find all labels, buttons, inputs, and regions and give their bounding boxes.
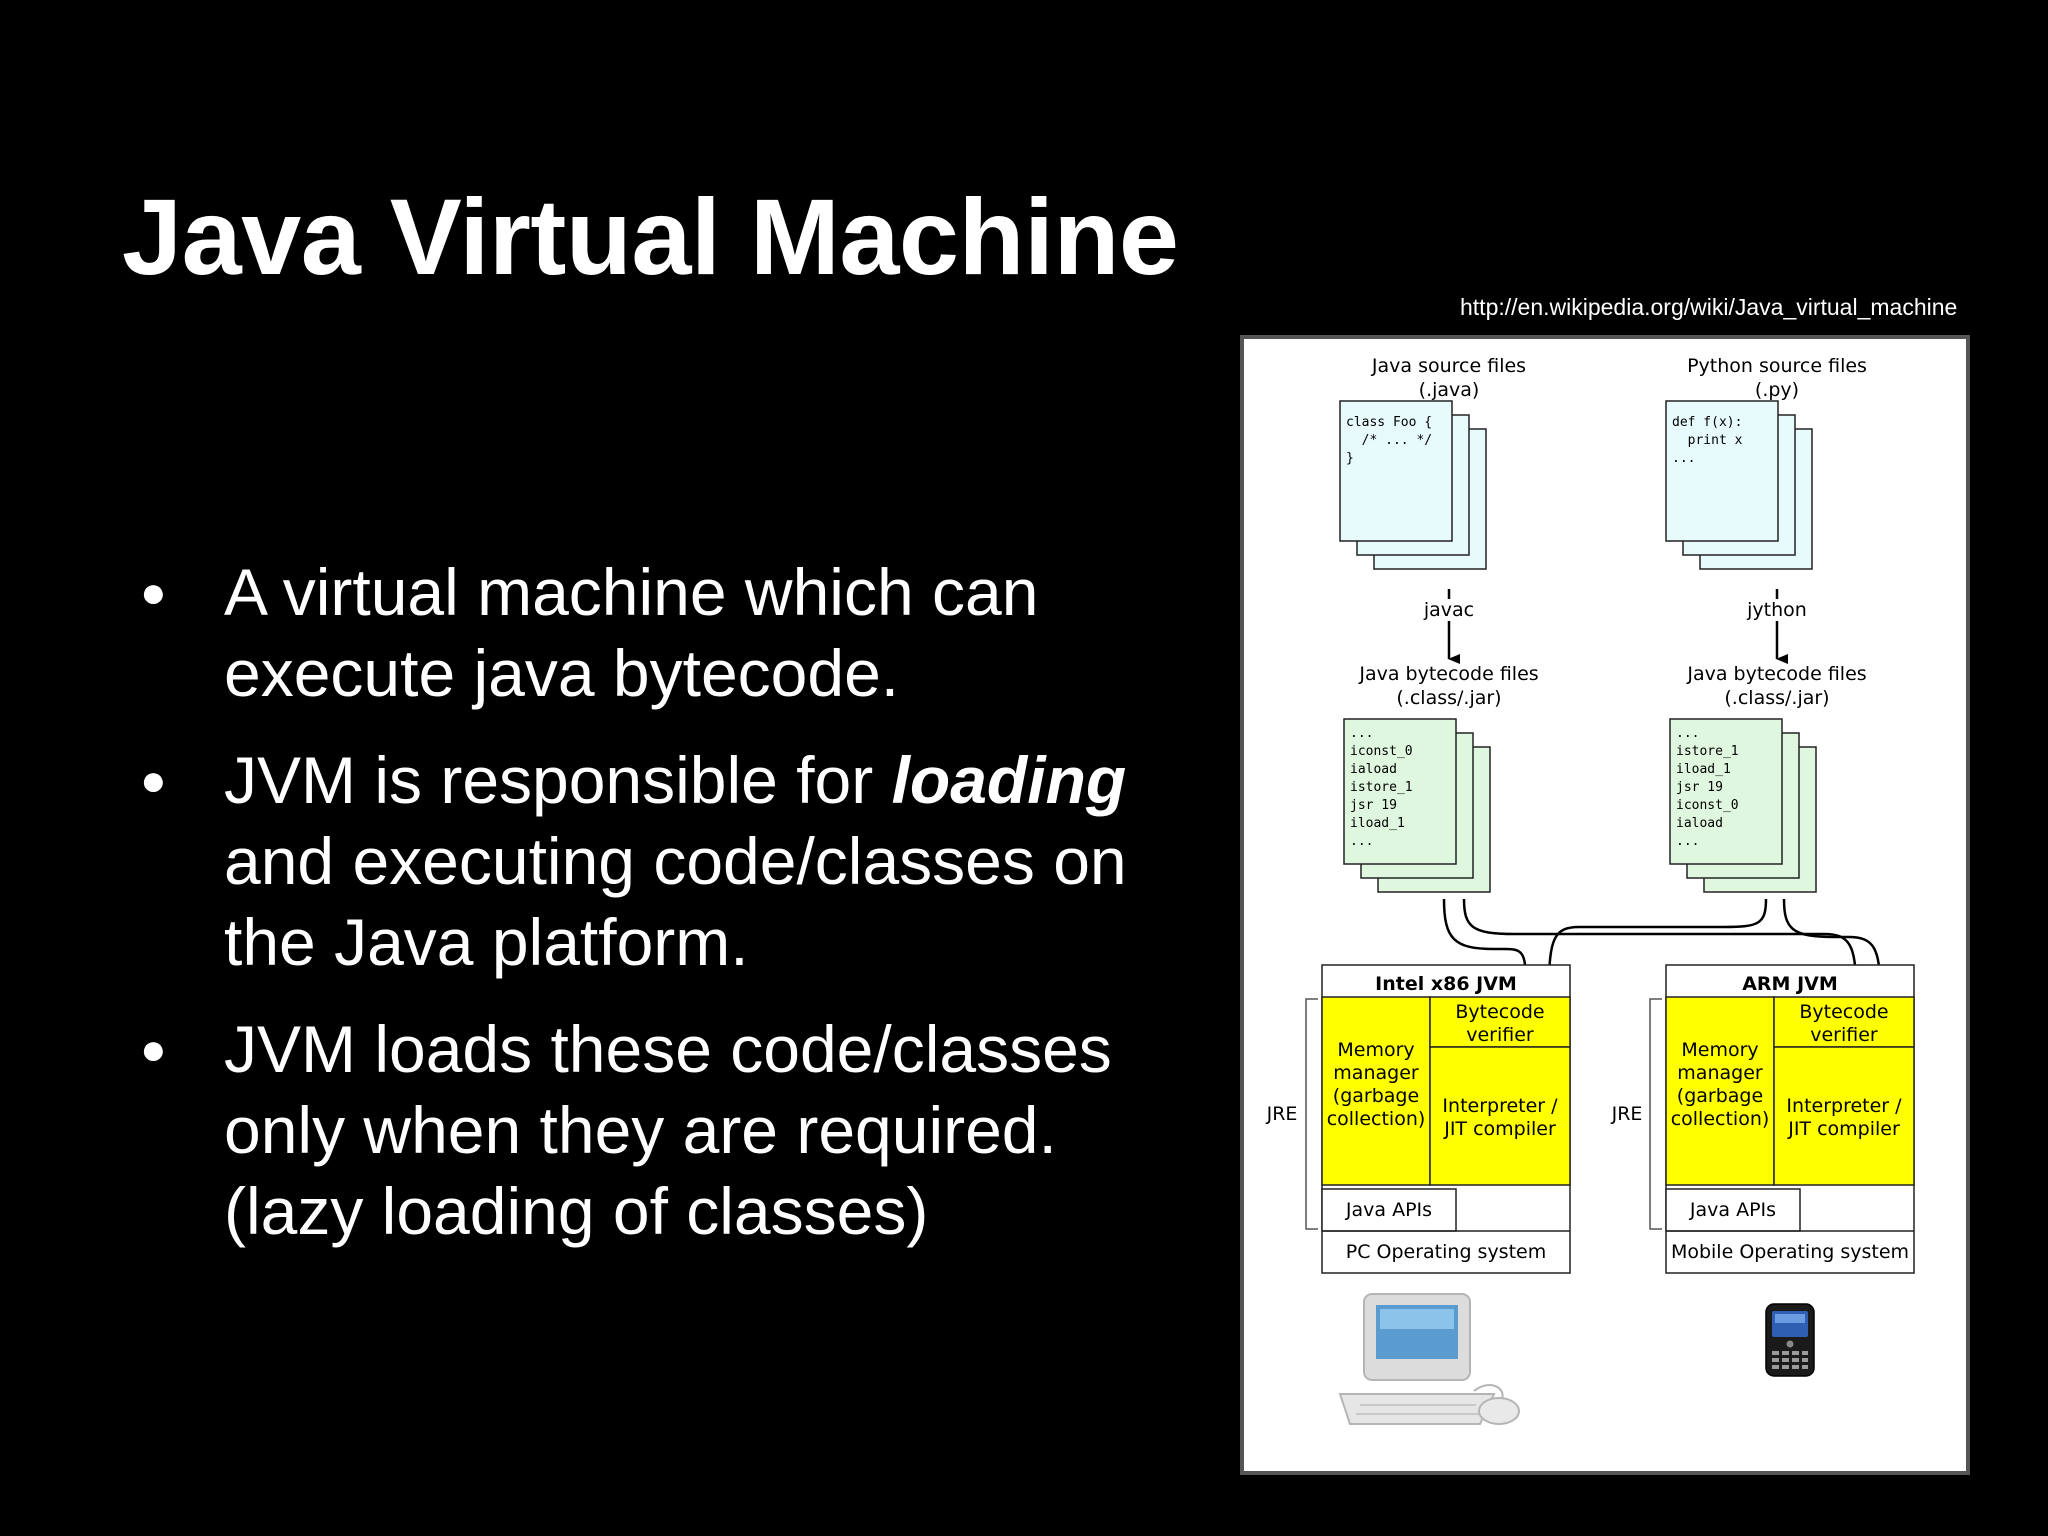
desktop-computer-icon: [1340, 1294, 1519, 1424]
arm-jvm-box: ARM JVM Memory manager (garbage collecti…: [1611, 965, 1914, 1273]
mobile-phone-icon: [1766, 1304, 1814, 1376]
code-line: ...: [1672, 451, 1695, 466]
code-line: print x: [1672, 433, 1743, 448]
java-bytecode-group: Java bytecode files (.class/.jar) ... ic…: [1344, 663, 1539, 892]
python-bytecode-ext: (.class/.jar): [1724, 687, 1829, 709]
interpreter-label: JIT compiler: [1443, 1118, 1556, 1140]
code-line: istore_1: [1350, 780, 1413, 795]
interpreter-label: Interpreter /: [1786, 1095, 1902, 1117]
interpreter-label: Interpreter /: [1442, 1095, 1558, 1117]
code-line: ...: [1350, 726, 1373, 741]
code-line: iload_1: [1676, 762, 1731, 777]
java-apis-label: Java APIs: [1689, 1199, 1776, 1221]
python-bytecode-group: Java bytecode files (.class/.jar) ... is…: [1670, 663, 1867, 892]
bullet-item: JVM loads these code/classes only when t…: [140, 1009, 1200, 1252]
java-bytecode-ext: (.class/.jar): [1396, 687, 1501, 709]
code-line: def f(x):: [1672, 415, 1742, 430]
memory-label: Memory: [1337, 1039, 1414, 1061]
java-bytecode-title: Java bytecode files: [1358, 663, 1538, 685]
java-apis-label: Java APIs: [1345, 1199, 1432, 1221]
code-line: /* ... */: [1346, 433, 1432, 448]
bullet-text-after: and executing code/classes on the Java p…: [224, 824, 1127, 979]
code-line: iconst_0: [1350, 744, 1413, 759]
jython-label: jython: [1746, 599, 1807, 621]
jre-bracket: [1650, 999, 1662, 1229]
code-line: iload_1: [1350, 816, 1405, 831]
code-line: iconst_0: [1676, 798, 1739, 813]
code-line: ...: [1350, 834, 1373, 849]
os-label: Mobile Operating system: [1671, 1241, 1909, 1263]
memory-label: collection): [1671, 1108, 1770, 1130]
python-source-ext: (.py): [1755, 379, 1799, 401]
source-url: http://en.wikipedia.org/wiki/Java_virtua…: [1460, 294, 1957, 321]
verifier-label: Bytecode: [1799, 1001, 1888, 1023]
code-line: ...: [1676, 726, 1699, 741]
jre-bracket: [1306, 999, 1318, 1229]
memory-label: (garbage: [1333, 1085, 1419, 1107]
javac-label: javac: [1423, 599, 1474, 621]
verifier-label: Bytecode: [1455, 1001, 1544, 1023]
java-source-ext: (.java): [1419, 379, 1480, 401]
bullet-text-before: JVM is responsible for: [224, 743, 892, 817]
code-line: iaload: [1676, 816, 1723, 831]
python-source-title: Python source files: [1687, 355, 1867, 377]
intel-jvm-box: Intel x86 JVM Memory manager (garbage co…: [1266, 965, 1570, 1273]
code-line: ...: [1676, 834, 1699, 849]
bullet-text: JVM loads these code/classes only when t…: [224, 1012, 1112, 1248]
interpreter-label: JIT compiler: [1787, 1118, 1900, 1140]
memory-label: collection): [1327, 1108, 1426, 1130]
jre-label: JRE: [1611, 1103, 1643, 1125]
verifier-label: verifier: [1466, 1024, 1534, 1046]
jre-label: JRE: [1266, 1103, 1298, 1125]
memory-label: manager: [1677, 1062, 1763, 1084]
code-line: istore_1: [1676, 744, 1739, 759]
slide-title: Java Virtual Machine: [122, 178, 1179, 297]
code-line: iaload: [1350, 762, 1397, 777]
bullet-emphasis: loading: [892, 743, 1127, 817]
memory-label: Memory: [1681, 1039, 1758, 1061]
bullet-item: JVM is responsible for loading and execu…: [140, 740, 1200, 983]
os-label: PC Operating system: [1346, 1241, 1546, 1263]
code-line: jsr 19: [1350, 798, 1397, 813]
bullet-list: A virtual machine which can execute java…: [140, 552, 1200, 1278]
intel-jvm-title: Intel x86 JVM: [1375, 973, 1517, 995]
arm-jvm-title: ARM JVM: [1742, 973, 1838, 995]
python-bytecode-title: Java bytecode files: [1686, 663, 1866, 685]
java-source-group: Java source files (.java) class Foo { /*…: [1340, 355, 1526, 569]
memory-label: manager: [1333, 1062, 1419, 1084]
code-line: }: [1346, 451, 1354, 466]
code-line: class Foo {: [1346, 415, 1432, 430]
java-source-title: Java source files: [1371, 355, 1526, 377]
bullet-text: A virtual machine which can execute java…: [224, 555, 1038, 710]
code-line: jsr 19: [1676, 780, 1723, 795]
verifier-label: verifier: [1810, 1024, 1878, 1046]
python-source-group: Python source files (.py) def f(x): prin…: [1666, 355, 1867, 569]
bullet-item: A virtual machine which can execute java…: [140, 552, 1200, 714]
memory-label: (garbage: [1677, 1085, 1763, 1107]
jvm-diagram: Java source files (.java) class Foo { /*…: [1240, 335, 1970, 1475]
